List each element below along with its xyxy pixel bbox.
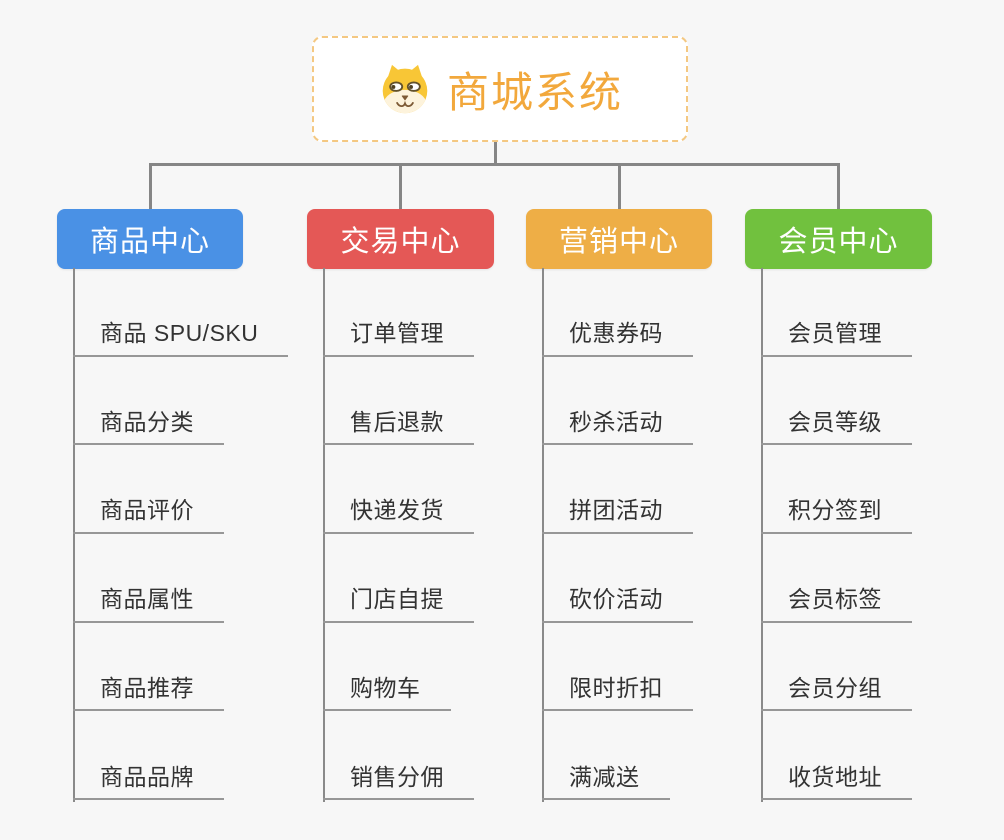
- root-title: 商城系统: [446, 68, 623, 116]
- leaf-topic[interactable]: 优惠券码: [542, 320, 693, 357]
- branch-drop-line-product: [148, 163, 152, 209]
- leaf-row: 拼团活动: [542, 445, 693, 535]
- leaf-topic[interactable]: 秒杀活动: [542, 409, 693, 446]
- leaf-row: 收货地址: [761, 711, 912, 801]
- leaf-topic[interactable]: 商品推荐: [73, 675, 224, 712]
- branch-node-member[interactable]: 会员中心: [745, 209, 932, 269]
- leaf-topic[interactable]: 限时折扣: [542, 675, 693, 712]
- children-trunk-line-member: [761, 268, 763, 802]
- leaf-topic[interactable]: 满减送: [542, 764, 670, 801]
- leaf-topic[interactable]: 商品属性: [73, 586, 224, 623]
- leaf-topic[interactable]: 快递发货: [323, 497, 474, 535]
- children-column-product: 商品 SPU/SKU 商品分类商品评价商品属性商品推荐商品品牌: [73, 268, 289, 801]
- leaf-row: 会员分组: [761, 623, 912, 712]
- leaf-row: 限时折扣: [542, 623, 693, 712]
- leaf-row: 商品属性: [73, 534, 288, 623]
- leaf-topic[interactable]: 订单管理: [323, 320, 474, 357]
- leaf-row: 快递发货: [323, 445, 474, 535]
- children-trunk-line-product: [73, 268, 75, 802]
- leaf-topic[interactable]: 积分签到: [761, 497, 912, 535]
- leaf-topic[interactable]: 会员分组: [761, 675, 912, 712]
- leaf-row: 优惠券码: [542, 268, 693, 357]
- leaf-row: 购物车: [323, 623, 474, 712]
- children-trunk-line-marketing: [542, 268, 544, 802]
- branch-drop-line-marketing: [617, 163, 621, 209]
- branch-label: 交易中心: [340, 226, 461, 258]
- leaf-row: 商品推荐: [73, 623, 288, 712]
- leaf-row: 订单管理: [323, 268, 474, 357]
- leaf-topic[interactable]: 门店自提: [323, 586, 474, 623]
- leaf-topic[interactable]: 销售分佣: [323, 764, 474, 801]
- leaf-row: 会员等级: [761, 357, 912, 446]
- leaf-topic[interactable]: 商品品牌: [73, 764, 224, 801]
- branch-label: 会员中心: [778, 226, 899, 258]
- leaf-topic[interactable]: 售后退款: [323, 409, 474, 446]
- leaf-row: 满减送: [542, 711, 693, 801]
- branch-drop-line-member: [837, 163, 840, 209]
- leaf-topic[interactable]: 会员管理: [761, 320, 912, 357]
- leaf-row: 销售分佣: [323, 711, 474, 801]
- leaf-row: 会员标签: [761, 534, 912, 623]
- branch-node-trade[interactable]: 交易中心: [307, 209, 494, 269]
- leaf-row: 门店自提: [323, 534, 474, 623]
- root-stub-line: [494, 142, 497, 165]
- leaf-row: 商品分类: [73, 357, 288, 446]
- branch-node-product[interactable]: 商品中心: [57, 209, 243, 269]
- leaf-topic[interactable]: 收货地址: [761, 764, 912, 801]
- leaf-topic[interactable]: 砍价活动: [542, 586, 693, 623]
- children-column-member: 会员管理会员等级积分签到会员标签会员分组收货地址: [761, 268, 912, 801]
- leaf-row: 秒杀活动: [542, 357, 693, 446]
- leaf-topic[interactable]: 会员等级: [761, 409, 912, 446]
- leaf-row: 积分签到: [761, 445, 912, 535]
- branch-node-marketing[interactable]: 营销中心: [526, 209, 712, 269]
- dog-face-icon: [377, 63, 433, 115]
- leaf-row: 商品品牌: [73, 711, 288, 801]
- leaf-topic[interactable]: 商品 SPU/SKU: [73, 320, 289, 357]
- children-trunk-line-trade: [323, 268, 325, 802]
- leaf-row: 商品 SPU/SKU: [73, 268, 289, 357]
- leaf-row: 砍价活动: [542, 534, 693, 623]
- branch-bus-line: [149, 163, 840, 166]
- leaf-row: 售后退款: [323, 357, 474, 446]
- leaf-row: 会员管理: [761, 268, 912, 357]
- branch-label: 商品中心: [89, 226, 210, 258]
- branch-drop-line-trade: [399, 163, 402, 209]
- leaf-topic[interactable]: 商品分类: [73, 409, 224, 446]
- children-column-trade: 订单管理售后退款快递发货门店自提购物车销售分佣: [323, 268, 474, 801]
- root-node[interactable]: 商城系统: [312, 36, 688, 142]
- leaf-topic[interactable]: 会员标签: [761, 586, 912, 623]
- leaf-topic[interactable]: 购物车: [323, 675, 451, 712]
- children-column-marketing: 优惠券码秒杀活动拼团活动砍价活动限时折扣满减送: [542, 268, 693, 801]
- leaf-topic[interactable]: 拼团活动: [542, 497, 693, 535]
- leaf-topic[interactable]: 商品评价: [73, 497, 224, 535]
- leaf-row: 商品评价: [73, 445, 288, 535]
- branch-label: 营销中心: [558, 226, 679, 258]
